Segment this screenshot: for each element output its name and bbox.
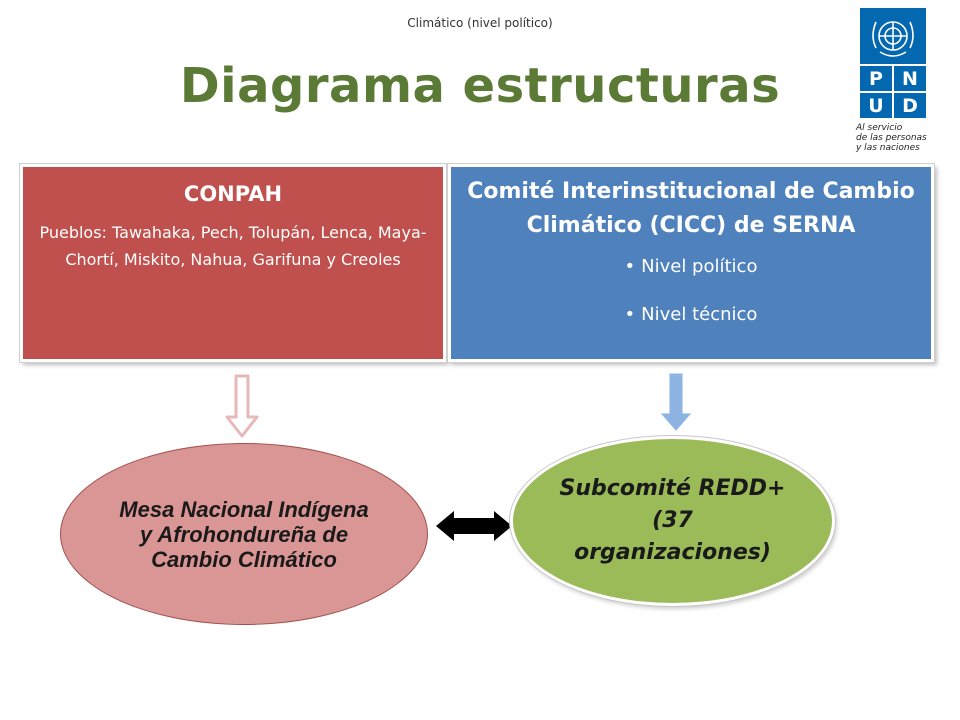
logo-tagline: Al servicio de las personas y las nacion… xyxy=(856,123,946,153)
conpah-heading: CONPAH xyxy=(183,182,283,206)
cicc-heading: Comité Interinstitucional de Cambio Clim… xyxy=(467,179,915,238)
cicc-bullet-item: •Nivel técnico xyxy=(451,303,931,327)
logo-tagline-line: Al servicio xyxy=(856,123,903,133)
cicc-bullet-item: •Nivel político xyxy=(451,255,931,279)
page-title: Diagrama estructuras xyxy=(179,58,781,114)
double-arrow xyxy=(436,511,512,541)
logo-letter-grid: P N U D xyxy=(860,66,926,118)
pnud-logo: P N U D Al servicio de las personas y la… xyxy=(852,8,938,153)
top-caption: Climático (nivel político) xyxy=(407,16,553,30)
cicc-bullet-label: Nivel técnico xyxy=(641,304,758,325)
cicc-box: Comité Interinstitucional de Cambio Clim… xyxy=(448,164,934,362)
mesa-nacional-ellipse: Mesa Nacional Indígena y Afrohondureña d… xyxy=(60,443,428,625)
logo-letter: P xyxy=(860,66,892,91)
mesa-nacional-text: Mesa Nacional Indígena y Afrohondureña d… xyxy=(119,496,369,572)
cicc-bullet-label: Nivel político xyxy=(641,256,758,277)
subcomite-redd-text: Subcomité REDD+ (37 organizaciones) xyxy=(559,476,786,565)
un-emblem-icon xyxy=(860,8,926,64)
down-arrow-left xyxy=(225,374,259,438)
logo-tagline-line: y las naciones xyxy=(856,143,920,153)
logo-letter: N xyxy=(894,66,926,91)
bullet-icon: • xyxy=(624,304,636,325)
down-arrow-right xyxy=(660,373,692,431)
bullet-icon: • xyxy=(624,256,636,277)
logo-tagline-line: de las personas xyxy=(856,133,927,143)
subcomite-redd-ellipse: Subcomité REDD+ (37 organizaciones) xyxy=(510,436,835,606)
logo-letter: U xyxy=(860,93,892,118)
conpah-peoples-text: Pueblos: Tawahaka, Pech, Tolupán, Lenca,… xyxy=(39,223,427,269)
conpah-box: CONPAH Pueblos: Tawahaka, Pech, Tolupán,… xyxy=(20,164,446,362)
logo-letter: D xyxy=(894,93,926,118)
